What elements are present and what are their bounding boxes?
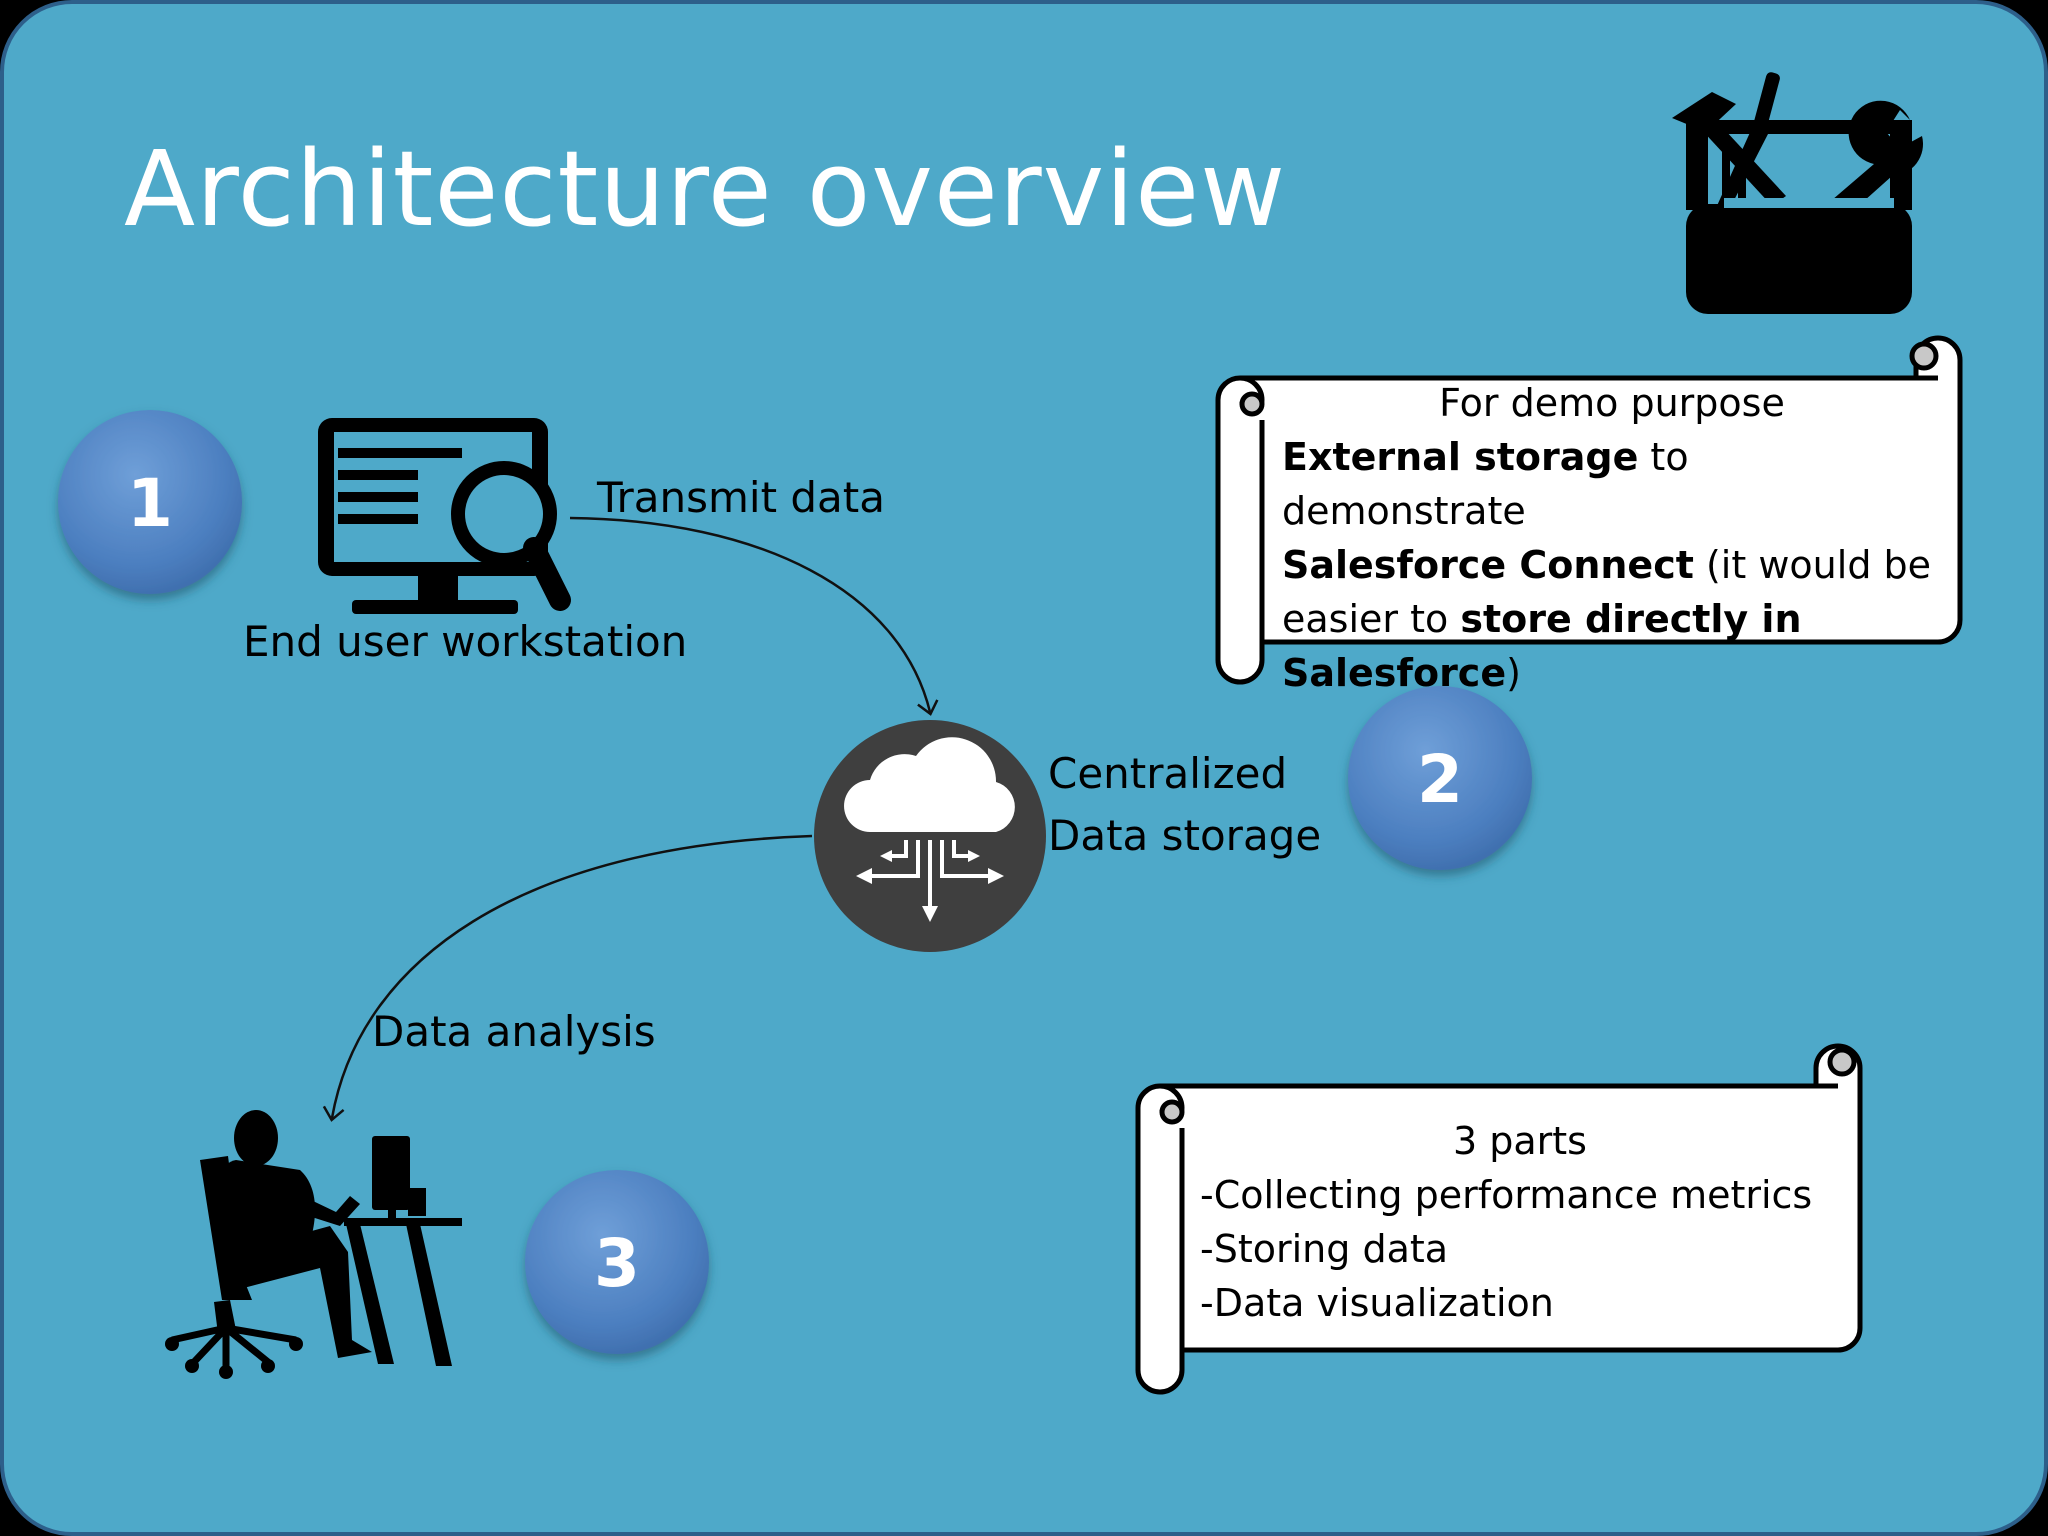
scroll-note-demo — [1215, 335, 1963, 685]
note-demo-text-3: easier to — [1282, 597, 1461, 641]
note-parts-text: 3 parts -Collecting performance metrics … — [1200, 1114, 1840, 1330]
note-parts-item: -Data visualization — [1200, 1281, 1554, 1325]
person-at-desk-icon — [165, 1110, 462, 1379]
note-parts-item: -Collecting performance metrics — [1200, 1173, 1813, 1217]
step-number-3: 3 — [594, 1225, 640, 1302]
monitor-search-icon — [318, 418, 571, 614]
note-demo-line-3: easier to store directly in — [1282, 592, 1942, 646]
label-transmit-data: Transmit data — [597, 473, 885, 522]
page-title: Architecture overview — [124, 128, 1287, 250]
note-demo-line-1: External storage to demonstrate — [1282, 430, 1942, 538]
scroll-note-parts — [1135, 1043, 1863, 1395]
note-parts-heading: 3 parts — [1453, 1119, 1587, 1163]
toolbox-icon — [1672, 72, 1924, 314]
note-demo-heading: For demo purpose — [1439, 381, 1785, 425]
note-demo-text-1: to demonstrate — [1282, 435, 1689, 533]
note-demo-text-4: ) — [1506, 651, 1521, 695]
step-number-2: 2 — [1417, 741, 1463, 818]
note-demo-line-2: Salesforce Connect (it would be — [1282, 538, 1942, 592]
note-demo-text: For demo purpose External storage to dem… — [1282, 376, 1942, 700]
label-end-user-workstation: End user workstation — [243, 617, 688, 666]
step-bubble-2 — [1348, 686, 1532, 870]
note-demo-bold-4: Salesforce — [1282, 651, 1507, 695]
step-bubble-1 — [58, 410, 242, 594]
cloud-network-icon — [814, 720, 1046, 952]
note-demo-bold-1: External storage — [1282, 435, 1639, 479]
step-bubble-3 — [525, 1170, 709, 1354]
arrow-analysis — [322, 834, 813, 1122]
note-demo-bold-2: Salesforce Connect — [1282, 543, 1694, 587]
note-demo-text-2: (it would be — [1693, 543, 1932, 587]
step-number-1: 1 — [127, 465, 173, 542]
note-demo-line-4: Salesforce) — [1282, 646, 1942, 700]
note-parts-item: -Storing data — [1200, 1227, 1449, 1271]
label-data-analysis: Data analysis — [372, 1007, 656, 1056]
note-demo-bold-3: store directly in — [1460, 597, 1802, 641]
arrow-transmit — [569, 516, 939, 716]
label-storage-line1: Centralized — [1048, 749, 1288, 798]
label-storage-line2: Data storage — [1048, 811, 1322, 860]
